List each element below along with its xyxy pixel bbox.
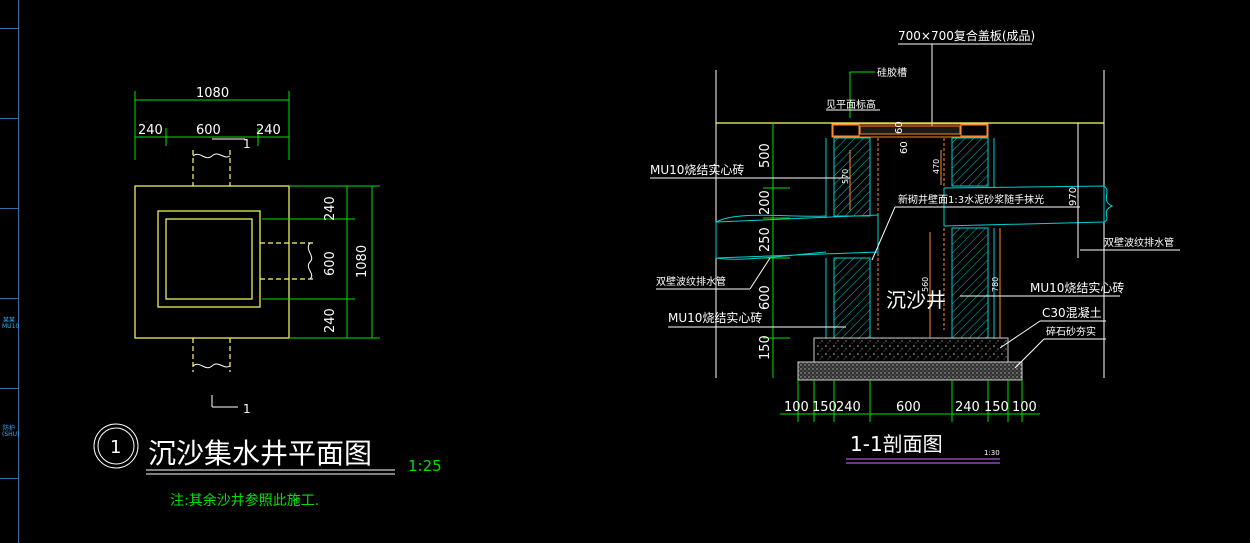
section-bottom-dim: 150 xyxy=(812,400,837,415)
plan-title: 沉沙集水井平面图 xyxy=(148,437,372,470)
well-inner-outline xyxy=(165,218,253,300)
section-left-dim: 150 xyxy=(758,335,773,360)
leader-line xyxy=(1014,338,1045,369)
pipe-break-mark xyxy=(192,153,231,159)
section-left-dim: 200 xyxy=(758,190,773,215)
section-scale: 1:30 xyxy=(984,449,1000,457)
inner-dim-c: 780 xyxy=(991,277,1000,292)
section-bottom-dim: 100 xyxy=(784,400,809,415)
pipe-break-mark xyxy=(307,242,313,280)
section-top-dim-60a: 60 xyxy=(894,121,905,134)
section-left-dim: 250 xyxy=(758,227,773,252)
inner-dim-d: 560 xyxy=(921,277,930,292)
sidebar-label-b: 防护 (SHU) xyxy=(2,425,20,438)
section-title: 1-1剖面图 xyxy=(850,432,943,456)
cover-slab xyxy=(831,123,989,138)
section-right-dim: 970 xyxy=(1068,187,1079,206)
section-bottom-dim: 150 xyxy=(984,400,1009,415)
pipe-left-top xyxy=(715,214,827,223)
well-outer-outline xyxy=(134,185,290,339)
pipe-right-body xyxy=(943,185,1105,227)
section-view: 700×700复合盖板(成品) 硅胶槽 见平面标高 60 60 xyxy=(650,28,1180,464)
leader-line xyxy=(871,206,896,261)
sidebar-label-a: 某某 MU10 xyxy=(2,317,20,330)
section-well-label: 沉沙井 xyxy=(886,288,946,312)
plan-dim-top-mid: 600 xyxy=(196,123,221,138)
plan-dim-top-right: 240 xyxy=(256,123,281,138)
section-concrete-label: C30混凝土 xyxy=(1042,305,1102,320)
cover-plate xyxy=(859,125,961,135)
pipe-break-mark xyxy=(1103,185,1114,223)
brick-wall-lower-right xyxy=(951,227,989,339)
toolbar-divider xyxy=(0,208,18,209)
section-top-dim-60b: 60 xyxy=(899,141,910,154)
inner-dim-b: 470 xyxy=(932,159,941,174)
brick-wall-upper-left xyxy=(833,137,871,217)
section-level-label: 见平面标高 xyxy=(826,98,876,111)
plan-view: 1080 240 600 240 1 1 xyxy=(93,86,442,509)
section-brick-upper-left: MU10烧结实心砖 xyxy=(650,162,744,177)
section-bottom-dim: 240 xyxy=(955,400,980,415)
brick-wall-lower-left xyxy=(833,257,871,339)
plan-section-mark-top: 1 xyxy=(243,137,251,151)
section-marker-label: 硅胶槽 xyxy=(877,66,907,79)
plan-note: 注:其余沙井参照此施工. xyxy=(170,492,319,509)
section-brick-lower-left: MU10烧结实心砖 xyxy=(668,310,762,325)
plan-scale: 1:25 xyxy=(408,457,442,475)
brick-wall-upper-right xyxy=(951,137,989,187)
plan-dim-right-mid: 600 xyxy=(323,251,338,276)
gravel-bed xyxy=(797,361,1023,381)
left-toolbar-strip: 某某 MU10 防护 (SHU) xyxy=(0,0,19,543)
plan-dim-right-top: 240 xyxy=(323,196,338,221)
title-bubble-inner xyxy=(97,427,135,465)
toolbar-divider xyxy=(0,118,18,119)
pipe-left-body xyxy=(715,214,879,259)
section-pipe-right: 双壁波纹排水管 xyxy=(1104,236,1174,249)
pipe-break-mark xyxy=(192,363,231,369)
plan-dim-right-total: 1080 xyxy=(355,245,370,278)
section-left-dim: 500 xyxy=(758,143,773,168)
cover-frame-right xyxy=(960,124,988,137)
well-wall-outline xyxy=(157,210,261,308)
section-bottom-dim: 100 xyxy=(1012,400,1037,415)
leader-line xyxy=(749,257,771,290)
title-bubble-outer xyxy=(93,423,139,469)
cover-frame-left xyxy=(832,124,860,137)
plan-dim-top-left: 240 xyxy=(138,123,163,138)
toolbar-divider xyxy=(0,388,18,389)
section-plaster-note: 新砌井壁面1:3水泥砂浆随手抹光 xyxy=(898,193,1044,206)
section-cover-label: 700×700复合盖板(成品) xyxy=(898,28,1035,43)
section-left-dim: 600 xyxy=(758,285,773,310)
plan-title-number: 1 xyxy=(110,437,121,458)
concrete-base xyxy=(813,337,1009,363)
section-bottom-dim: 240 xyxy=(836,400,861,415)
plan-section-mark-bot: 1 xyxy=(243,402,251,416)
toolbar-divider xyxy=(0,478,18,479)
section-brick-right: MU10烧结实心砖 xyxy=(1030,280,1124,295)
toolbar-divider xyxy=(0,298,18,299)
section-gravel-label: 碎石砂夯实 xyxy=(1046,325,1096,338)
toolbar-divider xyxy=(0,28,18,29)
section-pipe-left: 双壁波纹排水管 xyxy=(656,275,726,288)
plan-dim-total-top: 1080 xyxy=(196,86,229,101)
plan-dim-right-bot: 240 xyxy=(323,308,338,333)
leader-line xyxy=(999,320,1041,349)
section-bottom-dim: 600 xyxy=(896,400,921,415)
inner-dim-a: 570 xyxy=(841,169,850,184)
